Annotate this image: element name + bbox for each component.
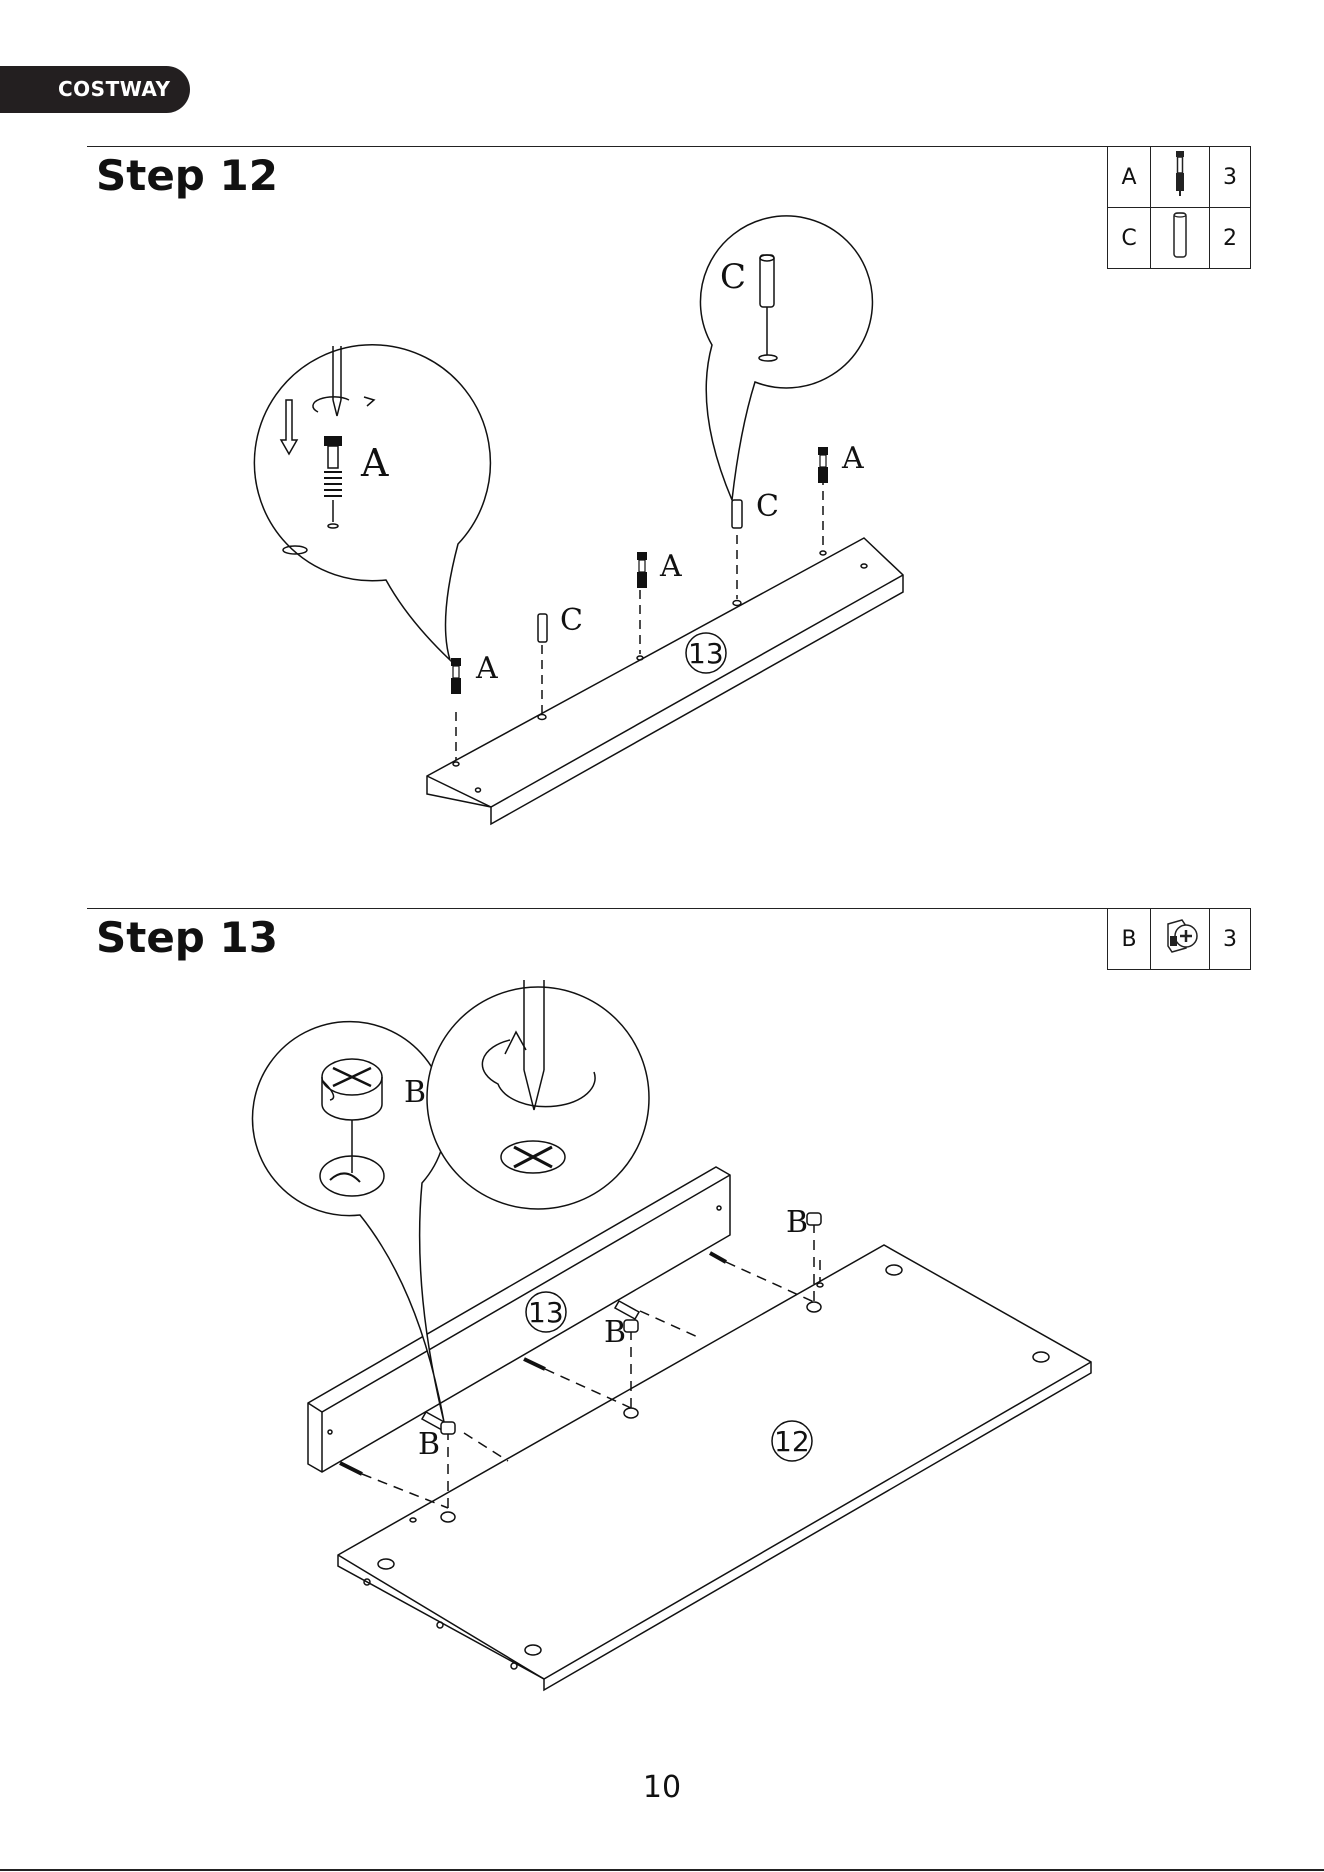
panel-number: 13 [528,1296,564,1329]
part-label: A [841,441,864,476]
part-label: B [604,1315,626,1350]
panel-number: 12 [774,1425,810,1458]
part-label: B [786,1205,808,1240]
callout-label-dowel: C [720,257,746,297]
step-12-diagram: 13 A C A C A C A [0,200,1324,920]
step-12-title: Step 12 [96,155,278,197]
part-label: C [560,603,583,638]
callout-label-cam: B [404,1075,426,1110]
parts-row: A 3 [1108,147,1251,208]
hole [733,601,741,606]
callout-bubble-bolt [254,345,490,660]
part-letter: A [1108,147,1151,208]
part-label: A [659,549,682,584]
part-label: B [418,1427,440,1462]
panel-number: 13 [688,637,724,670]
part-label: C [756,489,779,524]
callout-bubble-driver [427,987,649,1209]
part-quantity: 3 [1210,147,1251,208]
part-label: A [475,651,498,686]
brand-logo: COSTWAY [0,66,190,113]
callout-label-bolt: A [360,441,389,485]
page-bottom-rule [0,1869,1324,1871]
step-12-divider [87,146,1251,147]
step-13-diagram: 13 12 B B B B [0,960,1324,1680]
hole [820,551,826,555]
step-13-divider [87,908,1251,909]
step-13-title: Step 13 [96,917,278,959]
cam-bolt-icon [1151,147,1210,208]
page-number: 10 [0,1770,1324,1805]
